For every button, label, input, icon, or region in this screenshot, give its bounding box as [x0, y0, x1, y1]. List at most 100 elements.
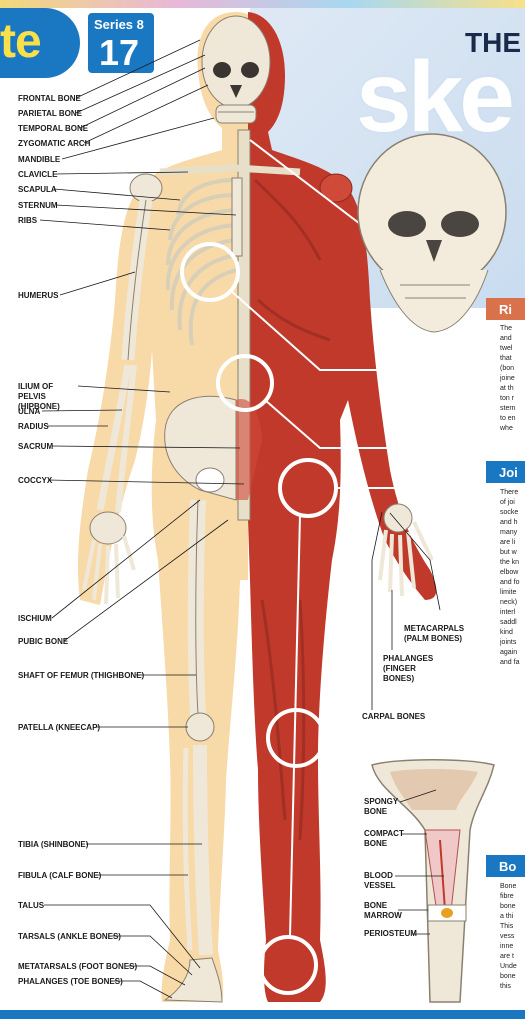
ribs-line: twel [500, 345, 513, 352]
label-blood-vessel: BLOOD VESSEL [364, 871, 396, 890]
bone-panel-heading: Bo [486, 855, 525, 877]
label-coccyx: COCCYX [18, 476, 53, 485]
bone-line: Unde [500, 963, 517, 970]
label-shaft-of-femur: SHAFT OF FEMUR (THIGHBONE) [18, 671, 145, 680]
label-tarsals: TARSALS (ANKLE BONES) [18, 932, 121, 941]
bone-line: are t [500, 953, 515, 960]
joints-line: limite [500, 589, 517, 596]
ribcage [165, 178, 237, 346]
bone-line: this [500, 983, 511, 990]
label-tibia: TIBIA (SHINBONE) [18, 840, 89, 849]
ribs-line: to en [500, 415, 516, 422]
ribs-line: and [500, 335, 512, 342]
label-frontal-bone: FRONTAL BONE [18, 94, 81, 103]
joints-line: joints [500, 639, 517, 646]
title-the: THE [465, 27, 521, 58]
leader-lines [39, 39, 444, 999]
label-talus: TALUS [18, 901, 45, 910]
ribs-panel-text: The and twel that (bon joine at th ton r… [500, 324, 525, 434]
joints-line: There [500, 489, 519, 496]
label-temporal-bone: TEMPORAL BONE [18, 124, 89, 133]
sternum [231, 177, 243, 257]
joints-line: but w [500, 549, 517, 556]
label-carpal-bones: CARPAL BONES [362, 712, 426, 721]
shoulder-right [319, 173, 353, 203]
ribs-line: The [500, 325, 513, 332]
label-compact-bone: COMPACT BONE [364, 829, 404, 848]
label-clavicle: CLAVICLE [18, 170, 58, 179]
joints-line: many [500, 529, 518, 536]
joints-line: again [500, 649, 518, 656]
label-ribs: RIBS [18, 216, 38, 225]
label-periosteum: PERIOSTEUM [364, 929, 417, 938]
label-humerus: HUMERUS [18, 291, 59, 300]
clavicle [159, 164, 301, 176]
ribs-line: ton r [500, 395, 515, 402]
joints-line: saddl [500, 619, 517, 626]
ribs-panel [486, 298, 525, 438]
bone-line: vess [500, 933, 515, 940]
joints-line: elbow [500, 569, 519, 576]
label-zygomatic-arch: ZYGOMATIC ARCH [18, 139, 91, 148]
series-number: 17 [99, 32, 140, 73]
joints-line: and fa [500, 659, 520, 666]
publication-logo [0, 8, 80, 78]
bone-line: This [500, 923, 514, 930]
bone-line: inne [500, 943, 514, 950]
ribs-line: (bon [500, 365, 515, 372]
series-badge [88, 13, 154, 73]
joints-line: neck) [500, 599, 518, 606]
label-pubic-bone: PUBIC BONE [18, 637, 69, 646]
joints-panel-heading: Joi [486, 461, 525, 483]
joints-line: interl [500, 609, 516, 616]
label-radius: RADIUS [18, 422, 49, 431]
joints-panel [486, 461, 525, 675]
joints-panel-text: There of joi socke and h many are li but… [500, 488, 525, 668]
bone-line: bone [500, 903, 516, 910]
ribs-line: at th [500, 385, 514, 392]
label-ilium-of-pelvis: ILIUM OF PELVIS (HIPBONE) [18, 382, 60, 411]
label-phalanges-finger: PHALANGES (FINGER BONES) [383, 654, 434, 683]
label-spongy-bone: SPONGY BONE [364, 797, 399, 816]
muscle-shading [253, 178, 331, 841]
ribs-line: joine [500, 375, 515, 382]
label-parietal-bone: PARIETAL BONE [18, 109, 83, 118]
label-ulna: ULNA [18, 407, 41, 416]
ribs-line: stern [500, 405, 516, 412]
bone-panel [486, 855, 525, 1005]
label-metatarsals: METATARSALS (FOOT BONES) [18, 962, 138, 971]
top-decorative-band [0, 0, 525, 8]
label-patella: PATELLA (KNEECAP) [18, 723, 101, 732]
joints-line: and h [500, 519, 518, 526]
joints-line: socke [500, 509, 519, 516]
bone-line: fibre [500, 893, 514, 900]
joints-line: and fo [500, 579, 520, 586]
label-mandible: MANDIBLE [18, 155, 61, 164]
ribs-line: that [500, 355, 512, 362]
label-fibula: FIBULA (CALF BONE) [18, 871, 102, 880]
label-sternum: STERNUM [18, 201, 58, 210]
joints-line: kind [500, 629, 513, 636]
left-arm [82, 199, 153, 605]
joints-line: of joi [500, 499, 515, 506]
bottom-decorative-band [0, 1010, 525, 1019]
label-sacrum: SACRUM [18, 442, 54, 451]
pelvis [164, 395, 262, 501]
bone-cross-section [371, 759, 495, 1003]
bone-line: a thi [500, 913, 514, 920]
label-metacarpals: METACARPALS (PALM BONES) [404, 624, 465, 643]
label-phalanges-toe: PHALANGES (TOE BONES) [18, 977, 123, 986]
label-scapula: SCAPULA [18, 185, 57, 194]
bone-line: bone [500, 973, 516, 980]
bone-line: Bone [500, 883, 517, 890]
logo-text: te [0, 15, 42, 68]
joints-line: the kn [500, 559, 520, 566]
series-label: Series 8 [94, 17, 144, 32]
ribs-panel-heading: Ri [486, 298, 525, 320]
bone-panel-text: Bone fibre bone a thi This vess inne are… [500, 882, 525, 992]
right-hand [378, 503, 434, 597]
ribs-line: whe [500, 425, 513, 432]
joints-line: are li [500, 539, 516, 546]
